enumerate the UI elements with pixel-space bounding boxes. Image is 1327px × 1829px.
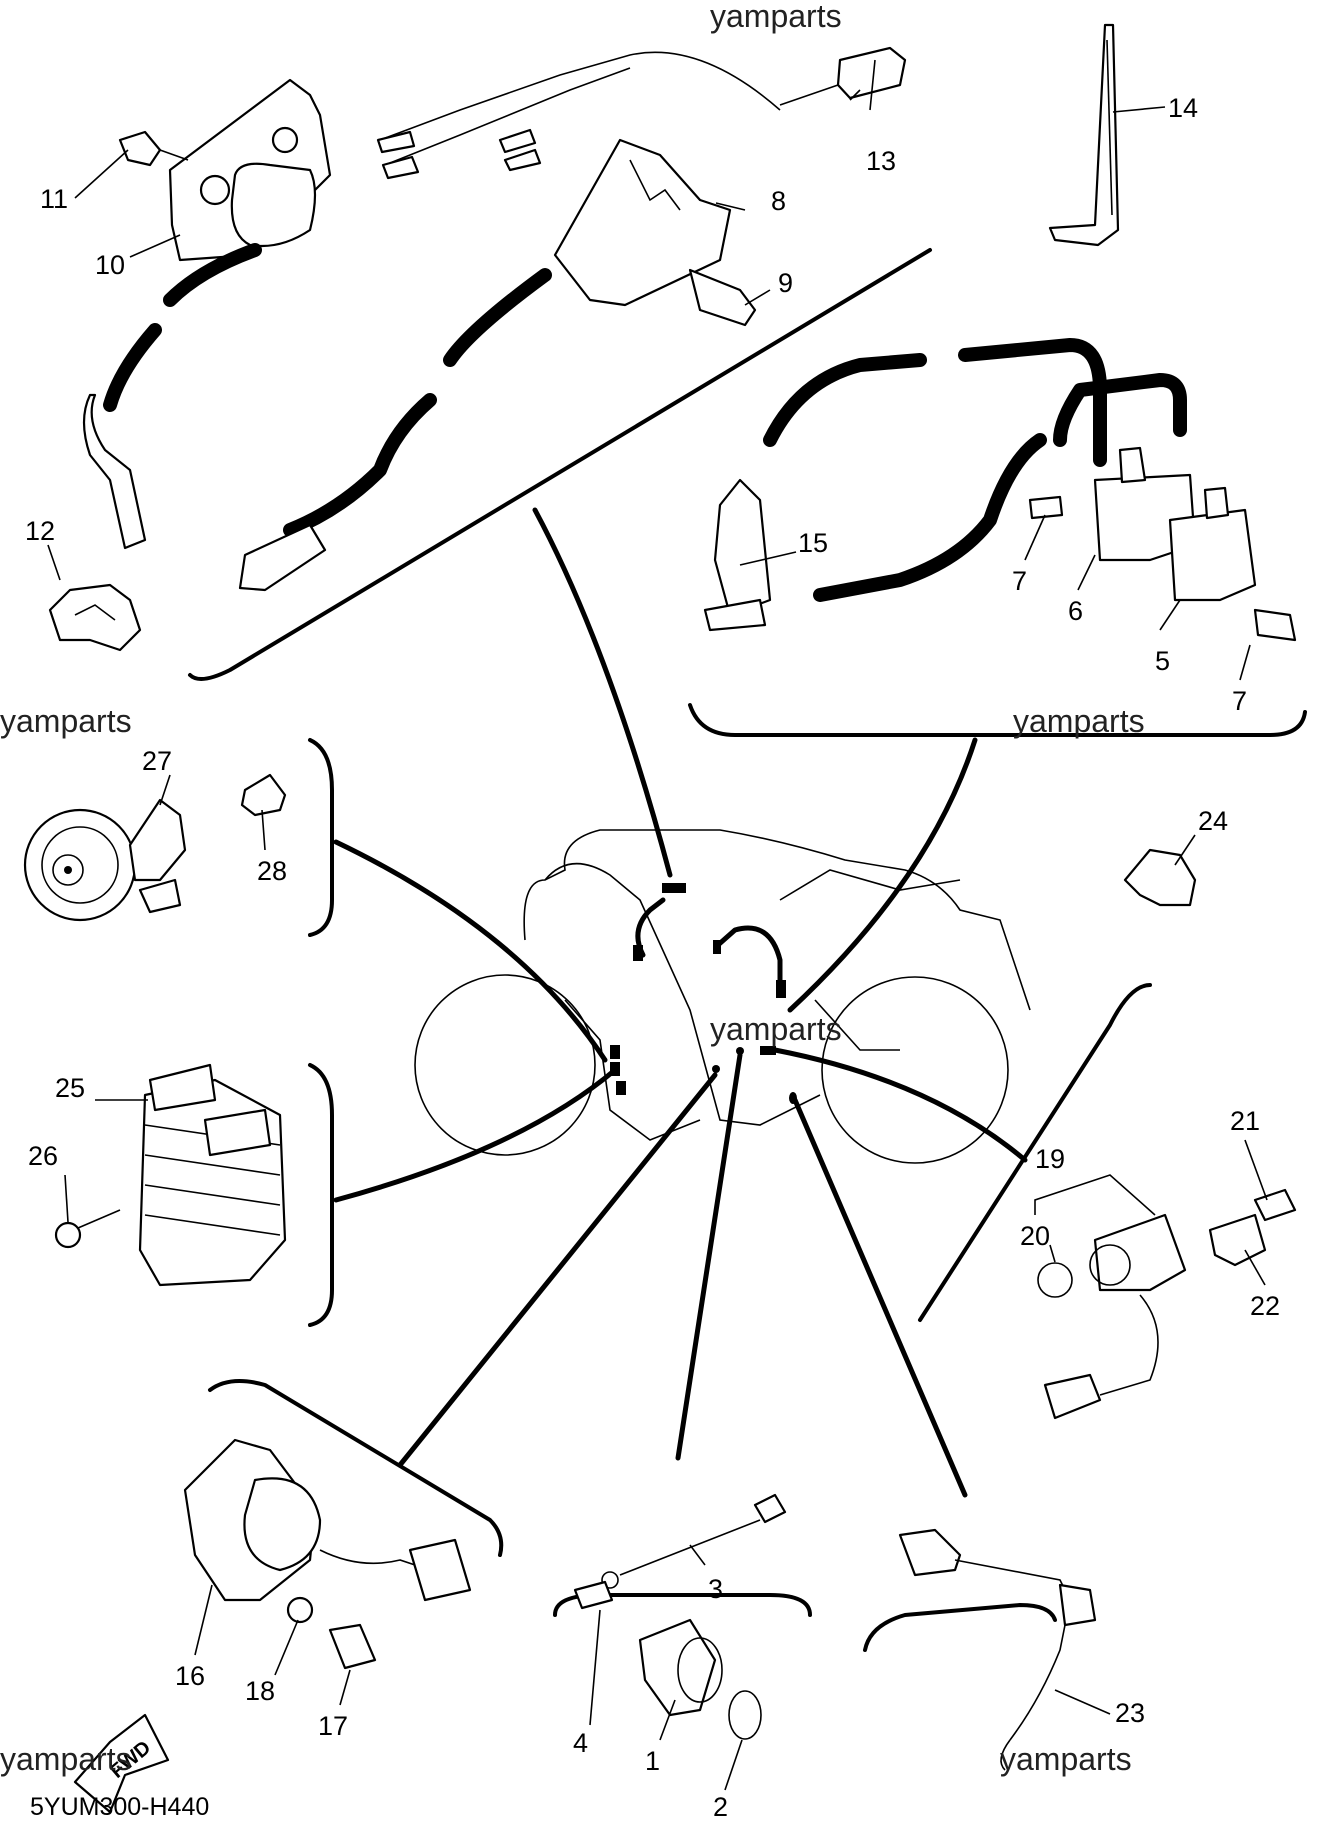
- callout-6: 6: [1068, 596, 1083, 626]
- callout-9: 9: [778, 268, 793, 298]
- callout-7-bottom: 7: [1232, 686, 1247, 716]
- spark-lead-center: [238, 268, 552, 592]
- horn: [23, 773, 287, 922]
- callout-19: 19: [1035, 1144, 1065, 1174]
- callout-24: 24: [1198, 806, 1228, 836]
- callout-23: 23: [1115, 1698, 1145, 1728]
- callout-14: 14: [1168, 93, 1198, 123]
- callout-16: 16: [175, 1661, 205, 1691]
- callout-13: 13: [866, 146, 896, 176]
- speed-sensor: [898, 1528, 1097, 1771]
- sub-harness-top: [376, 51, 781, 180]
- callout-8: 8: [771, 186, 786, 216]
- callout-28: 28: [257, 856, 287, 886]
- starter-relay: [183, 1438, 472, 1670]
- ignition-coil-rear-right: [1168, 486, 1297, 642]
- callout-12: 12: [25, 516, 55, 546]
- coil-bracket-rear: [553, 138, 757, 327]
- callout-lines: [47, 59, 1268, 1791]
- watermark-top: yamparts: [710, 0, 842, 34]
- callout-15: 15: [798, 528, 828, 558]
- watermark-bottom-left: yamparts: [0, 1741, 132, 1777]
- harness-clamp: [48, 583, 142, 652]
- callout-7-top: 7: [1012, 566, 1027, 596]
- sensor-24: [1123, 848, 1197, 907]
- callout-1: 1: [645, 1746, 660, 1776]
- callout-22: 22: [1250, 1291, 1280, 1321]
- callout-4: 4: [573, 1728, 588, 1758]
- callout-11: 11: [40, 184, 68, 214]
- connector-marks: [610, 883, 797, 1104]
- callout-10: 10: [95, 250, 125, 280]
- ignition-coil-front: [118, 78, 332, 262]
- callout-17: 17: [318, 1711, 348, 1741]
- plug-cap-rear: [703, 338, 1107, 632]
- callout-20: 20: [1020, 1221, 1050, 1251]
- ignition-coil-rear-left: [813, 373, 1197, 602]
- callout-25: 25: [55, 1073, 85, 1103]
- group-leaders: [333, 507, 1028, 1498]
- rectifier-regulator: [54, 1063, 287, 1287]
- neutral-switch: [573, 1493, 787, 1740]
- plug-cap-front: [82, 243, 262, 550]
- watermark-center: yamparts: [710, 1011, 842, 1047]
- callout-18: 18: [245, 1676, 275, 1706]
- watermark-left: yamparts: [0, 703, 132, 739]
- callout-2: 2: [713, 1792, 728, 1822]
- watermarks: yamparts yamparts yamparts yamparts yamp…: [0, 0, 1145, 1777]
- pickup-sensor: [1037, 1188, 1297, 1420]
- callout-21: 21: [1230, 1106, 1260, 1136]
- watermark-right: yamparts: [1013, 703, 1145, 739]
- coupler: [779, 46, 907, 106]
- callout-labels: 13 14 11 10 8 9 12 15 7 6 5 7 27 28 24 2…: [25, 93, 1280, 1822]
- callout-5: 5: [1155, 646, 1170, 676]
- callout-27: 27: [142, 746, 172, 776]
- cable-tie: [1048, 23, 1120, 247]
- callout-26: 26: [28, 1141, 58, 1171]
- motorcycle-outline: [414, 829, 1031, 1164]
- diagram-code: 5YUM300-H440: [30, 1793, 209, 1821]
- group-brackets: [188, 248, 1307, 1652]
- callout-3: 3: [708, 1574, 723, 1604]
- watermark-bottom-right: yamparts: [1000, 1741, 1132, 1777]
